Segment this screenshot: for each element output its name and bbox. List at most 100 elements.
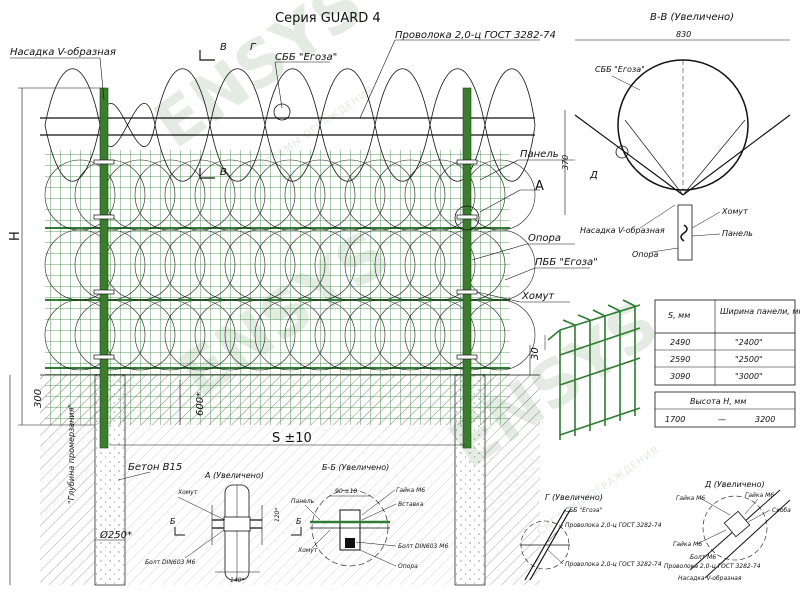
vv-height-label: 370 — [561, 155, 570, 170]
table-row-2-s: 2590 — [670, 355, 690, 364]
table-row-1-s: 2490 — [670, 338, 690, 347]
vv-support-label: Опора — [632, 250, 659, 259]
vv-detail-d-marker — [615, 145, 629, 159]
pbb-label: ПББ "Егоза" — [535, 257, 598, 268]
dim-30-label: 30 — [530, 347, 541, 360]
detail-d-insert: Скоба — [772, 507, 791, 514]
detail-bb-support: Опора — [398, 563, 418, 570]
table-row-2-w: "2500" — [735, 355, 763, 364]
detail-d-wire: Проволока 2,0-ц ГОСТ 3282-74 — [664, 563, 761, 570]
detail-g-label: Г — [250, 42, 257, 53]
vv-width-label: 830 — [676, 30, 691, 39]
soil-hatch-middle — [125, 425, 455, 585]
diameter-label: Ø250* — [99, 529, 132, 541]
section-vv-title: В-В (Увеличено) — [650, 12, 734, 23]
vv-clamp — [680, 224, 688, 242]
wire-top-label: Проволока 2,0-ц ГОСТ 3282-74 — [395, 30, 556, 41]
section-mark-bottom: В — [220, 167, 227, 178]
leader-lines — [10, 39, 590, 303]
detail-a-title: А (Увеличено) — [204, 471, 264, 480]
detail-a-mark-left: Б — [170, 517, 176, 526]
detail-a-marker — [454, 205, 480, 231]
detail-bb-title: Б-Б (Увеличено) — [322, 463, 389, 472]
sbb-spiral-b — [44, 102, 536, 182]
vv-detail-d-label: Д — [589, 170, 598, 181]
table-header-s: S, мм — [668, 311, 690, 320]
post-right — [462, 87, 472, 449]
detail-d-bolt: Болт М6 — [690, 554, 716, 561]
detail-g-marker — [273, 103, 291, 121]
freeze-depth-label: "Глубина промерзания" — [67, 404, 76, 504]
height-max: 3200 — [755, 415, 775, 424]
dim-600-label: 600* — [195, 392, 206, 416]
section-mark-top: В — [220, 42, 227, 53]
height-table-frame — [654, 391, 796, 428]
detail-bb-bolt: Болт DIN603 M6 — [398, 543, 448, 550]
detail-a-dim-120: 120* — [274, 508, 281, 522]
detail-a: А (Увеличено) Хомут Болт DIN603 M6 120* … — [145, 471, 302, 584]
vv-v-arms — [574, 114, 791, 196]
panel-label: Панель — [520, 149, 559, 160]
detail-g-title: Г (Увеличено) — [545, 493, 603, 502]
detail-g: Г (Увеличено) СББ "Егоза" Проволока 2,0-… — [520, 493, 662, 581]
post-left — [99, 87, 109, 449]
detail-a-mark-right: Б — [296, 517, 302, 526]
sbb-spiral-a — [44, 68, 536, 148]
detail-bb-bolt-head — [345, 538, 355, 548]
detail-bb-clamp: Хомут — [297, 547, 318, 554]
detail-bb-dim: 90 ±10 — [335, 488, 357, 495]
vv-nozzle-label: Насадка V-образная — [580, 226, 665, 235]
dim-300-label: 300 — [33, 389, 44, 408]
height-min: 1700 — [665, 415, 685, 424]
page-title: Серия GUARD 4 — [275, 11, 381, 26]
detail-d: Д (Увеличено) Гайка М6 Гайка М6 Скоба Га… — [664, 480, 791, 582]
span-s-label: S ±10 — [272, 431, 312, 446]
soil-hatch-left — [40, 425, 95, 585]
detail-d-nut2: Гайка М6 — [745, 492, 774, 499]
concrete-label: Бетон В15 — [128, 462, 182, 473]
detail-a-dim-140: 140* — [230, 577, 244, 584]
detail-d-nozzle: Насадка V-образная — [678, 575, 742, 582]
height-dash: — — [718, 415, 726, 424]
detail-d-circle — [702, 495, 768, 561]
detail-bb-nut: Гайка М6 — [396, 487, 425, 494]
vv-inner-arms — [624, 119, 746, 196]
section-vv: В-В (Увеличено) 830 370 СББ "Егоза" Д На… — [561, 12, 791, 261]
soil-hatch-right — [485, 425, 540, 585]
detail-bb-panel: Панель — [291, 498, 315, 505]
main-elevation: В В Г H 300 600* 30 — [8, 30, 598, 586]
table-row-3-s: 3090 — [670, 372, 690, 381]
table-row-1-w: "2400" — [735, 338, 763, 347]
coil-row-3 — [44, 299, 536, 371]
panel-3d-sketch — [547, 299, 641, 440]
detail-g-wire1: Проволока 2,0-ц ГОСТ 3282-74 — [565, 522, 662, 529]
section-arrow-bottom — [199, 168, 215, 179]
height-h-label: H — [8, 231, 23, 241]
detail-a-clamp: Хомут — [177, 489, 198, 496]
detail-bb: Б-Б (Увеличено) 90 ±10 Панель Хомут Гайк… — [291, 463, 448, 570]
dimension-lines — [9, 87, 531, 585]
section-arrow-top — [199, 50, 215, 61]
vv-sbb-label: СББ "Егоза" — [595, 65, 645, 74]
clamp-label: Хомут — [521, 291, 555, 302]
detail-d-nut3: Гайка М6 — [673, 541, 702, 548]
v-nozzle-label: Насадка V-образная — [10, 46, 116, 58]
mesh-panel — [45, 150, 510, 425]
table-header-width: Ширина панели, мм — [720, 307, 800, 316]
support-label: Опора — [528, 233, 561, 244]
detail-g-sbb: СББ "Егоза" — [565, 507, 603, 514]
detail-a-label: А — [535, 179, 544, 194]
height-table-header: Высота H, мм — [690, 397, 746, 406]
vv-panel-label: Панель — [722, 229, 753, 238]
detail-a-bolt: Болт DIN603 M6 — [145, 559, 195, 566]
table-row-3-w: "3000" — [735, 372, 763, 381]
detail-d-title: Д (Увеличено) — [704, 480, 765, 489]
detail-bb-insert: Вставка — [398, 501, 424, 508]
detail-g-wire2: Проволока 2,0-ц ГОСТ 3282-74 — [565, 561, 662, 568]
detail-d-nut1: Гайка М6 — [676, 495, 705, 502]
clamps — [93, 159, 478, 360]
vv-clamp-label: Хомут — [721, 207, 748, 216]
table-frame — [654, 299, 796, 386]
size-table: S, мм Ширина панели, мм 2490 "2400" 2590… — [654, 299, 800, 428]
